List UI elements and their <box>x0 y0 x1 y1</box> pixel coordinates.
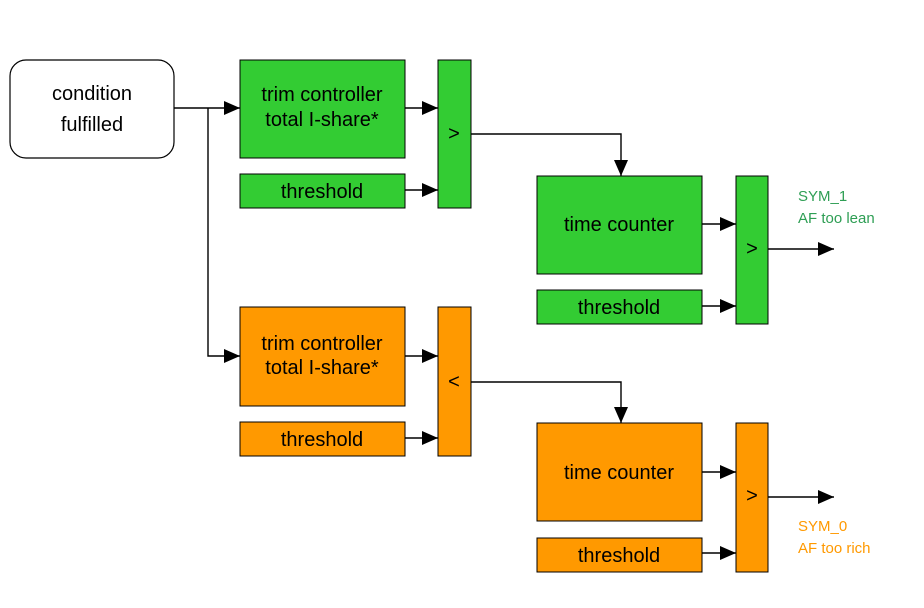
condition-line1: condition <box>52 83 132 105</box>
upper-output-line2: AF too lean <box>798 210 875 227</box>
connectors <box>174 101 834 560</box>
lower-threshold2-label: threshold <box>578 545 660 567</box>
lower-time-counter-box: time counter <box>536 422 703 522</box>
lower-comparator2-box: > <box>735 422 769 573</box>
arrow-upper-comparator-to-timecounter <box>471 133 628 176</box>
lower-trim-controller-box: trim controller total I-share* <box>239 306 406 407</box>
upper-threshold2-label: threshold <box>578 297 660 319</box>
condition-line2: fulfilled <box>61 114 123 136</box>
upper-comparator2-box: > <box>735 175 769 325</box>
lower-output-line1: SYM_0 <box>798 518 847 535</box>
lower-threshold-label: threshold <box>281 429 363 451</box>
lower-trim-line1: trim controller <box>261 333 382 355</box>
upper-threshold-label: threshold <box>281 181 363 203</box>
upper-trim-controller-box: trim controller total I-share* <box>239 59 406 159</box>
upper-trim-line2: total I-share* <box>265 109 379 131</box>
lower-output-line2: AF too rich <box>798 540 871 557</box>
upper-time-counter-box: time counter <box>536 175 703 275</box>
lower-branch: trim controller total I-share* threshold… <box>239 306 871 573</box>
upper-threshold2-box: threshold <box>536 289 703 325</box>
upper-comparator-box: > <box>437 59 472 209</box>
upper-comparator-symbol: > <box>448 123 460 145</box>
upper-time-counter-label: time counter <box>564 214 674 236</box>
arrow-condition-to-lower-trim <box>207 108 240 363</box>
lower-comparator-box: < <box>437 306 472 457</box>
condition-node: condition fulfilled <box>9 59 175 159</box>
lower-time-counter-label: time counter <box>564 462 674 484</box>
lower-threshold2-box: threshold <box>536 537 703 573</box>
arrow-lower-comparator-to-timecounter <box>471 381 628 423</box>
lower-comparator2-symbol: > <box>746 485 758 507</box>
lower-threshold-box: threshold <box>239 421 406 457</box>
upper-threshold-box: threshold <box>239 173 406 209</box>
upper-output-line1: SYM_1 <box>798 188 847 205</box>
upper-comparator2-symbol: > <box>746 238 758 260</box>
lower-trim-line2: total I-share* <box>265 357 379 379</box>
upper-branch: trim controller total I-share* threshold… <box>239 59 875 325</box>
upper-trim-line1: trim controller <box>261 84 382 106</box>
lower-comparator-symbol: < <box>448 371 460 393</box>
